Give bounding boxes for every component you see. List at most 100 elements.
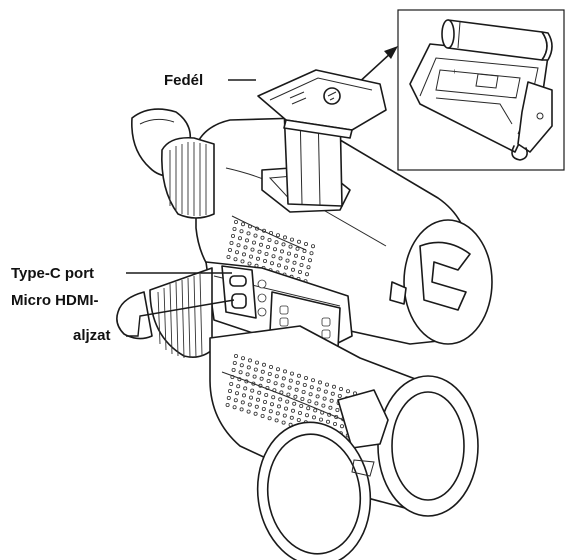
lower-focus-ring-grip <box>157 273 203 359</box>
vent-hole <box>268 364 273 369</box>
vent-hole <box>325 419 330 424</box>
vent-hole <box>330 391 335 396</box>
vent-hole <box>317 380 322 385</box>
vent-hole <box>294 387 299 392</box>
type-c-port-icon <box>229 275 247 287</box>
vent-hole <box>271 254 276 259</box>
vent-hole <box>299 262 304 267</box>
vent-hole <box>279 249 284 254</box>
vent-hole <box>321 403 326 408</box>
vent-hole <box>301 389 306 394</box>
vent-hole <box>260 413 265 418</box>
vent-hole <box>285 399 290 404</box>
vent-hole <box>239 229 244 234</box>
vent-hole <box>231 367 236 372</box>
port-recess <box>221 265 257 319</box>
battery-lid <box>257 69 387 139</box>
vent-hole <box>335 407 340 412</box>
hdmi-callout-line <box>126 299 235 337</box>
vent-hole <box>233 219 238 224</box>
vent-hole <box>253 233 258 238</box>
micro-hdmi-label-line1: Micro HDMI- <box>11 292 99 309</box>
vent-hole <box>283 406 288 411</box>
vent-hole <box>282 235 287 240</box>
battery-inset: + − <box>397 9 565 171</box>
vent-hole <box>275 411 280 416</box>
vent-hole <box>280 383 285 388</box>
vent-hole <box>295 246 300 251</box>
vent-hole <box>293 394 298 399</box>
cylindrical-battery <box>441 19 553 61</box>
vent-hole <box>233 398 238 403</box>
vent-hole <box>259 376 264 381</box>
vent-hole <box>227 247 232 252</box>
vent-hole <box>304 413 309 418</box>
vent-hole <box>310 244 315 249</box>
vent-hole <box>309 251 314 256</box>
vent-hole <box>264 392 269 397</box>
vent-hole <box>303 375 308 380</box>
vent-hole <box>313 408 318 413</box>
vent-hole <box>267 237 272 242</box>
vent-hole <box>247 261 252 266</box>
vent-hole <box>254 404 259 409</box>
micro-hdmi-port-icon <box>231 293 247 309</box>
lens-cover <box>256 389 389 560</box>
vent-hole <box>262 258 267 263</box>
vent-hole <box>288 378 293 383</box>
vent-hole <box>246 365 251 370</box>
vent-hole <box>292 401 297 406</box>
vent-hole <box>229 381 234 386</box>
vent-hole <box>276 404 281 409</box>
vent-hole <box>283 265 288 270</box>
vent-hole <box>296 417 301 422</box>
type-c-port-label: Type-C port <box>11 265 94 282</box>
vent-hole <box>315 394 320 399</box>
focus-ring-grip <box>169 142 207 216</box>
vent-hole <box>250 247 255 252</box>
vent-hole <box>273 381 278 386</box>
vent-hole <box>311 415 316 420</box>
vent-hole <box>282 413 287 418</box>
panel-button <box>321 329 331 339</box>
vent-hole <box>260 235 265 240</box>
vent-hole <box>275 367 280 372</box>
vent-hole <box>240 259 245 264</box>
vent-hole <box>246 231 251 236</box>
vent-hole <box>300 396 305 401</box>
polarity-plus-mark: + <box>452 67 457 76</box>
micro-hdmi-label-line2: aljzat <box>73 327 111 344</box>
vent-hole <box>274 374 279 379</box>
vent-hole <box>269 402 274 407</box>
vent-hole <box>232 360 237 365</box>
vent-hole <box>248 254 253 259</box>
vent-hole <box>260 369 265 374</box>
panel-button <box>279 317 289 327</box>
vent-hole <box>332 421 337 426</box>
vent-hole <box>232 226 237 231</box>
vent-hole <box>236 243 241 248</box>
vent-hole <box>281 420 286 425</box>
vent-hole <box>290 267 295 272</box>
vent-hole <box>253 411 258 416</box>
vent-hole <box>307 258 312 263</box>
vent-hole <box>281 376 286 381</box>
vent-hole <box>324 382 329 387</box>
vent-hole <box>233 257 238 262</box>
vent-hole <box>267 371 272 376</box>
vent-hole <box>274 418 279 423</box>
vent-hole <box>286 251 291 256</box>
vent-hole <box>229 240 234 245</box>
vent-hole <box>243 245 248 250</box>
vent-hole <box>267 416 272 421</box>
vent-hole <box>308 392 313 397</box>
vent-hole <box>278 256 283 261</box>
vent-hole <box>276 263 281 268</box>
vent-hole <box>328 405 333 410</box>
lower-barrel <box>149 267 479 517</box>
vent-hole <box>271 395 276 400</box>
eyecup-lower <box>116 291 153 340</box>
lid-lock-icon <box>323 87 341 105</box>
vent-hole <box>244 238 249 243</box>
vent-hole <box>257 390 262 395</box>
